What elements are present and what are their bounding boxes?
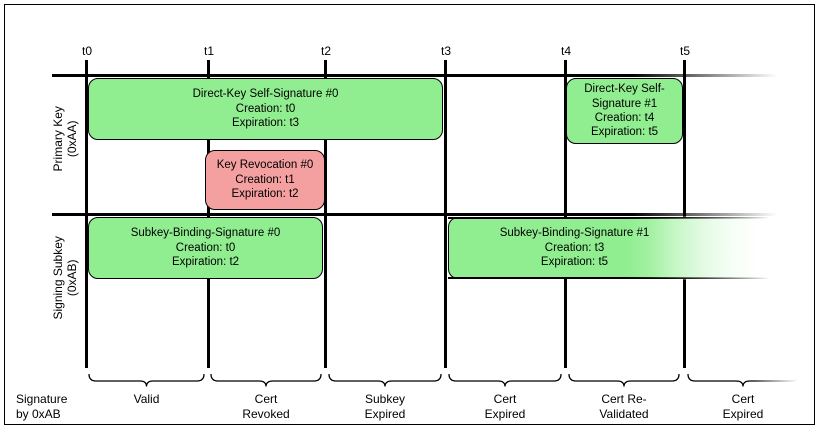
period-brace-cert-expired-2 [687,373,799,387]
time-tick-label-t4: t4 [560,44,571,58]
period-label-line1: Subkey [364,392,406,406]
footer-corner-caption: Signature by 0xAB [16,392,96,422]
signature-box-subkey-binding-signature-0[interactable]: Subkey-Binding-Signature #0 Creation: t0… [88,217,323,279]
period-label-line2: Expired [484,407,526,421]
signature-box-direct-key-self-signature-1[interactable]: Direct-Key Self- Signature #1 Creation: … [566,78,683,144]
signature-box-expiration: Expiration: t5 [590,126,659,139]
row-label-signing-subkey-line2: (0xAB) [65,259,79,297]
period-brace-subkey-expired [328,373,442,387]
period-label-line2: Expired [722,407,764,421]
signature-box-expiration: Expiration: t2 [231,188,299,201]
period-label-line2: Revoked [242,407,290,421]
signature-box-content: Subkey-Binding-Signature #1 Creation: t3… [500,226,650,269]
row-label-signing-subkey: Signing Subkey (0xAB) [51,228,80,328]
row-label-signing-subkey-line1: Signing Subkey [51,236,66,320]
signature-box-expiration: Expiration: t2 [171,256,240,269]
time-tick-label-t1: t1 [203,44,214,58]
signature-box-creation: Creation: t3 [544,241,605,254]
fade-box-top-border [448,217,770,219]
period-label-subkey-expired: Subkey Expired [328,392,442,422]
period-brace-cert-expired-1 [448,373,562,387]
time-tick-label-t2: t2 [320,44,331,58]
signature-box-direct-key-self-signature-0[interactable]: Direct-Key Self-Signature #0 Creation: t… [88,78,443,140]
period-label-line2: Validated [599,407,649,421]
signature-box-expiration: Expiration: t5 [540,256,609,269]
period-brace-valid [88,373,205,387]
signature-box-expiration: Expiration: t3 [231,117,300,130]
signature-box-subkey-binding-signature-1[interactable]: Subkey-Binding-Signature #1 Creation: t3… [448,216,770,280]
fade-box-bottom-border [448,277,770,279]
footer-corner-line1: Signature [16,392,68,406]
signature-box-title: Key Revocation #0 [216,159,314,172]
diagram-frame [4,4,815,425]
period-label-line1: Cert [493,392,517,406]
footer-corner-line2: by 0xAB [16,407,61,421]
period-label-cert-expired-1: Cert Expired [448,392,562,422]
period-label-cert-revalidated: Cert Re- Validated [568,392,680,422]
baseline-signing-subkey [52,213,777,216]
period-brace-cert-revalidated [568,373,680,387]
row-label-primary-key: Primary Key (0xAA) [51,89,80,189]
signature-box-title: Subkey-Binding-Signature #0 [130,227,281,240]
period-brace-cert-revoked [210,373,322,387]
period-label-line1: Cert [254,392,278,406]
signature-box-title: Direct-Key Self- [584,83,665,96]
signature-box-creation: Creation: t0 [175,241,236,254]
period-label-line1: Valid [133,392,160,406]
row-label-primary-key-line2: (0xAA) [65,120,79,158]
period-label-line1: Cert Re- [601,392,647,406]
signature-box-creation: Creation: t1 [235,173,295,186]
row-label-primary-key-line1: Primary Key [51,106,66,172]
period-label-line2: Expired [364,407,406,421]
period-label-cert-expired-2: Cert Expired [687,392,799,422]
period-label-valid: Valid [88,392,205,407]
baseline-primary-key [52,74,777,77]
signature-box-creation: Creation: t0 [235,102,296,115]
signature-box-title: Subkey-Binding-Signature #1 [499,227,650,240]
time-tick-label-t5: t5 [679,44,690,58]
time-tick-label-t3: t3 [440,44,451,58]
signature-box-title: Direct-Key Self-Signature #0 [192,88,339,101]
signature-box-creation: Creation: t4 [594,112,655,124]
period-label-cert-revoked: Cert Revoked [210,392,322,422]
signature-box-title-line2: Signature #1 [591,97,658,110]
period-label-line1: Cert [731,392,755,406]
signature-box-key-revocation-0[interactable]: Key Revocation #0 Creation: t1 Expiratio… [205,150,325,210]
time-tick-label-t0: t0 [81,44,92,58]
